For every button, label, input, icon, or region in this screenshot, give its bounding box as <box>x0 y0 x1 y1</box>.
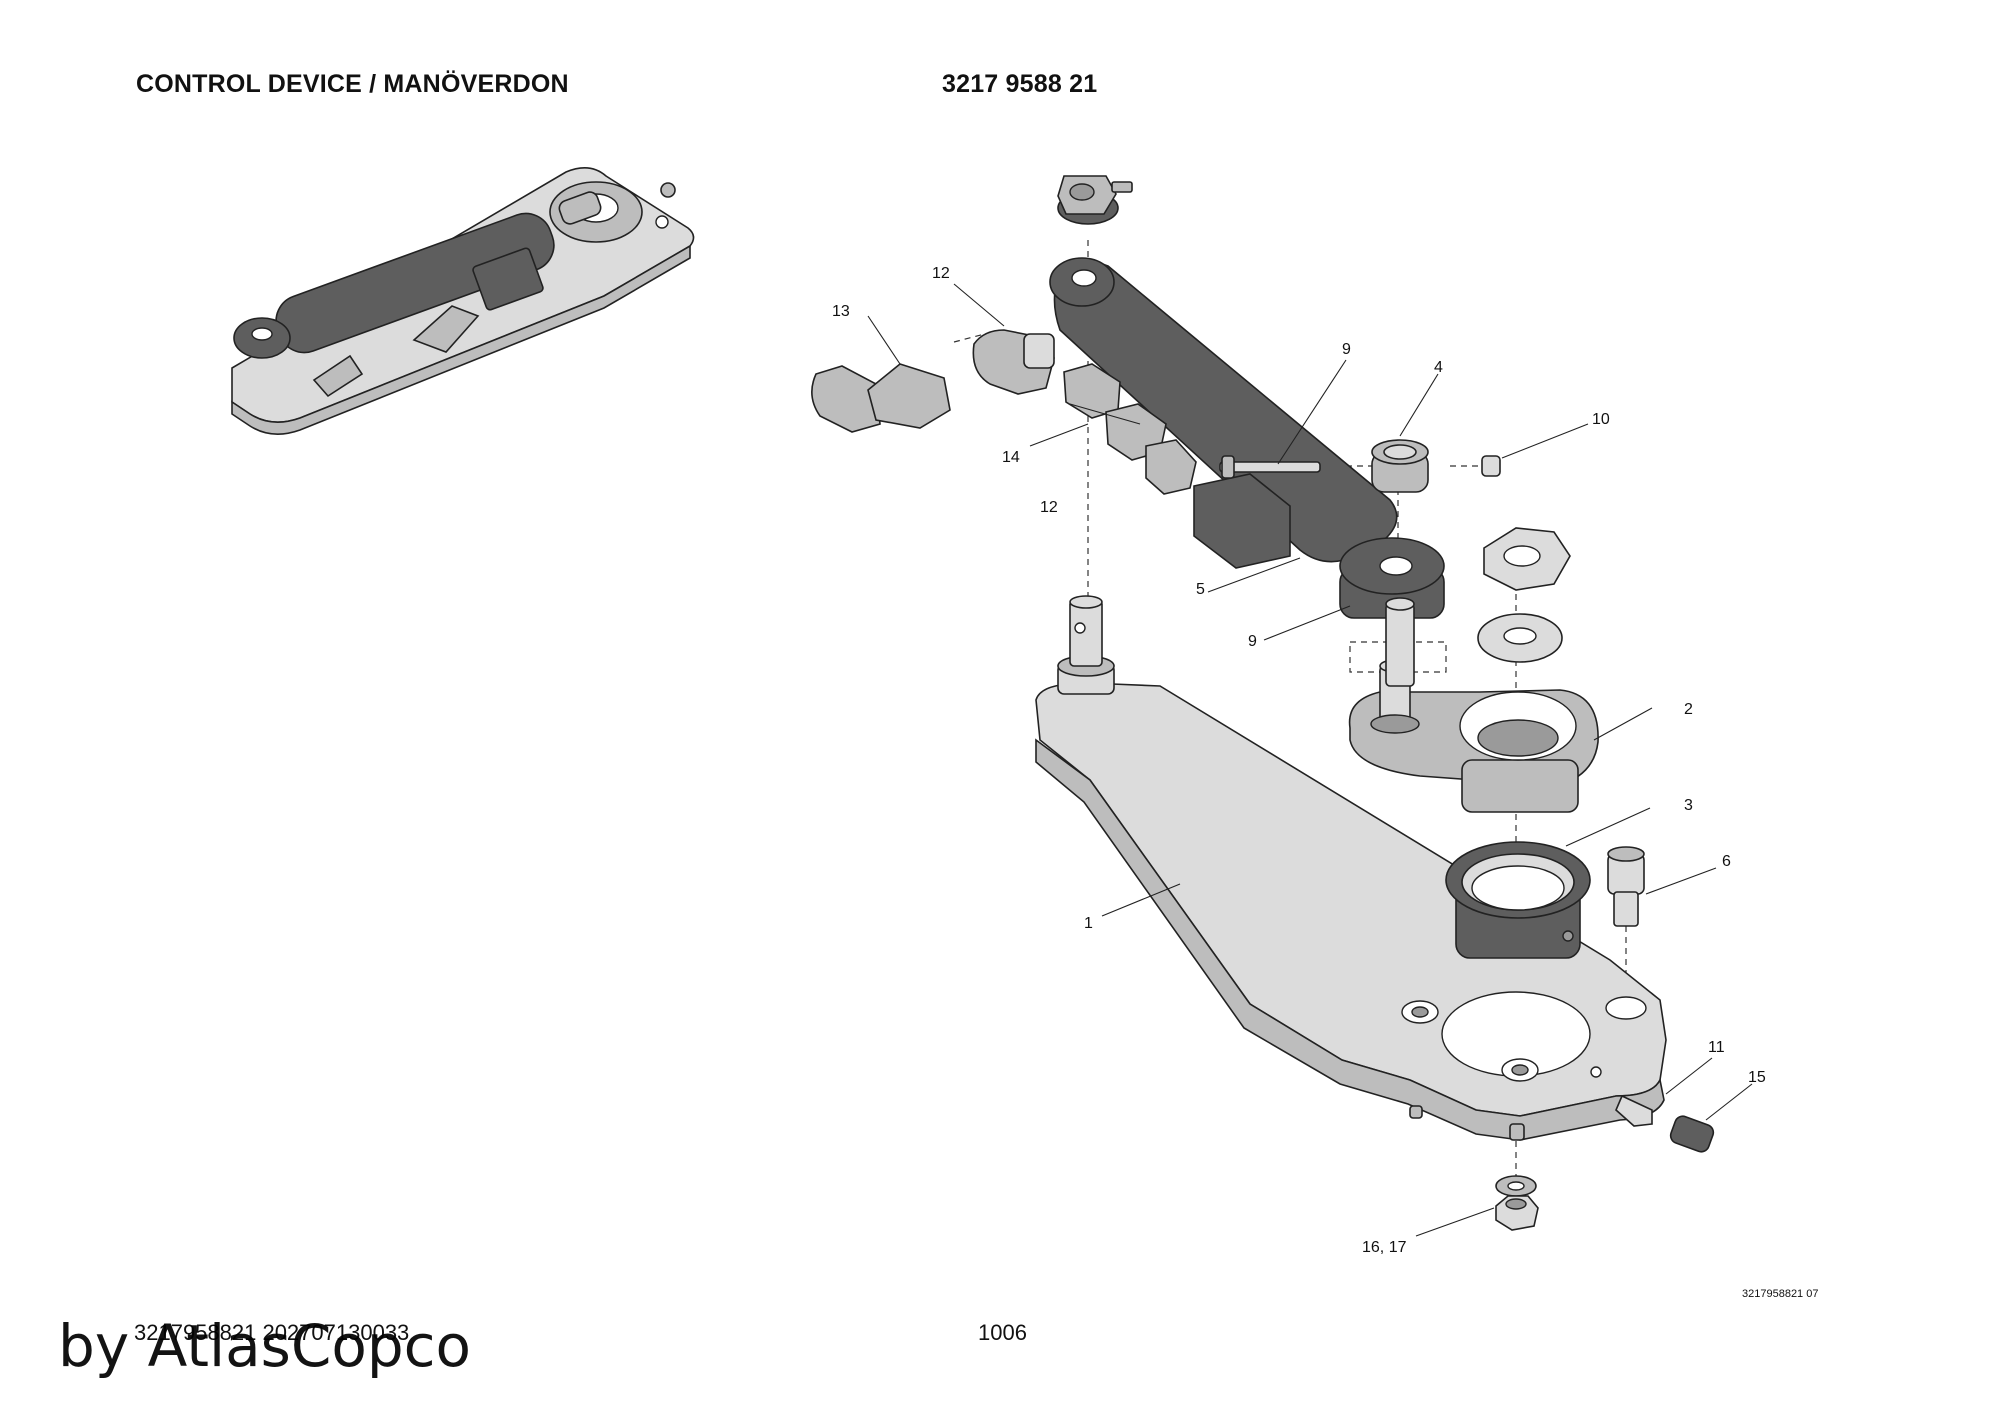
callout-1: 1 <box>1084 915 1093 932</box>
overview-rod-end <box>558 191 602 225</box>
callout-9-bolt: 9 <box>1342 341 1351 358</box>
callout-labels: 1 2 3 4 5 6 9 9 10 11 12 12 13 14 15 16,… <box>832 265 1766 1256</box>
callout-15: 15 <box>1748 1069 1766 1086</box>
part-6-screw <box>1607 846 1645 927</box>
drawing-code: 3217958821 07 <box>1742 1288 1819 1300</box>
callout-12-lower: 12 <box>1040 499 1058 516</box>
overview-valve-block <box>472 247 544 311</box>
callout-14: 14 <box>1002 449 1020 466</box>
overview-base-side <box>231 244 691 435</box>
pin-and-bolt <box>1219 439 1501 687</box>
overview-grease-nipple <box>660 182 676 198</box>
part-1-lever-arm <box>1035 595 1667 1141</box>
callout-12-upper: 12 <box>932 265 950 282</box>
callout-11: 11 <box>1708 1039 1725 1056</box>
document-reference: 3217958821 202707130033 <box>134 1320 410 1345</box>
small-hardware <box>1495 1094 1715 1231</box>
callout-10: 10 <box>1592 411 1610 428</box>
page-title: CONTROL DEVICE / MANÖVERDON <box>136 70 569 98</box>
callout-2: 2 <box>1684 701 1693 718</box>
part-3-bushing <box>1445 841 1591 959</box>
page-number: 1006 <box>978 1320 1027 1345</box>
part-number: 3217 9588 21 <box>942 70 1098 98</box>
nut-and-washer <box>1477 527 1571 663</box>
callout-3: 3 <box>1684 797 1693 814</box>
assembled-overview <box>231 167 695 435</box>
overview-elbow-fitting <box>312 354 364 398</box>
callout-6: 6 <box>1722 853 1731 870</box>
part-2-lever <box>1348 659 1599 813</box>
part-5-cylinder <box>1049 175 1445 619</box>
overview-small-hole <box>655 215 669 229</box>
callout-5: 5 <box>1196 581 1205 598</box>
overview-hose-fitting <box>412 305 480 353</box>
watermark: by AtlasCopco <box>58 1312 472 1380</box>
leader-lines <box>867 283 1753 1237</box>
callout-13: 13 <box>832 303 850 320</box>
callout-4: 4 <box>1434 359 1443 376</box>
callout-16-17: 16, 17 <box>1362 1239 1407 1256</box>
overview-end-hole <box>251 327 273 341</box>
callout-9-eye: 9 <box>1248 633 1257 650</box>
